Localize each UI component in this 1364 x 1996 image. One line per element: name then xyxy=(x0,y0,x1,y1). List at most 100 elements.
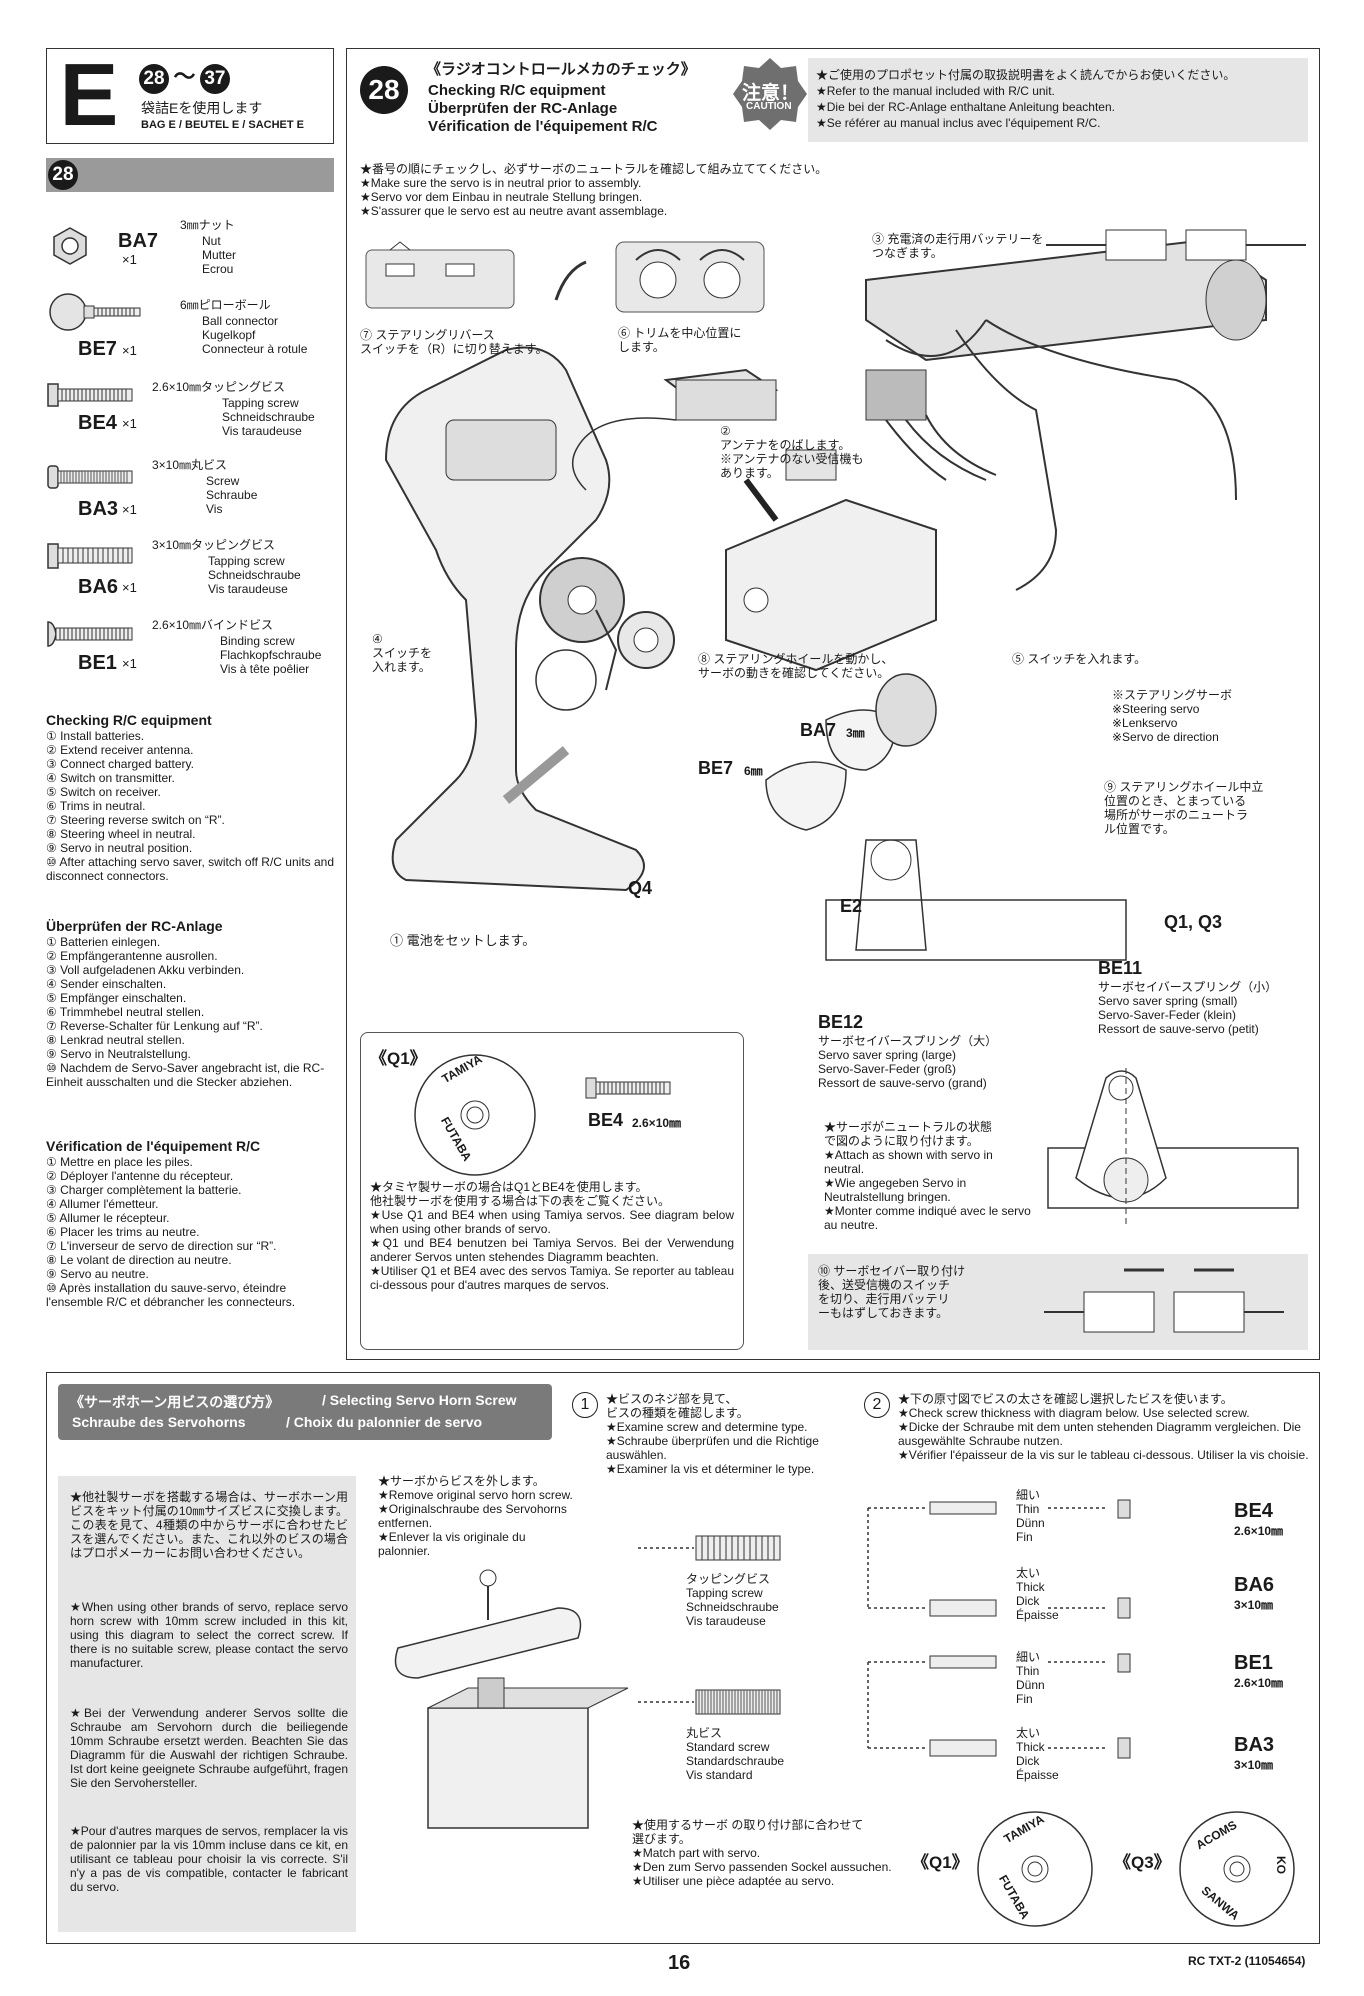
callout-6: ⑥ トリムを中心位置に します。 xyxy=(618,326,742,354)
page-number: 16 xyxy=(668,1952,691,1974)
callout-4: ④ スイッチを 入れます。 xyxy=(372,632,433,674)
checklist-item: ① Install batteries. xyxy=(46,729,145,743)
checklist-de: Überprüfen der RC-Anlage ① Batterien ein… xyxy=(46,918,336,1089)
part-code: BA7 xyxy=(118,230,159,252)
checklist-item: ⑦ Reverse-Schalter für Lenkung auf “R”. xyxy=(46,1019,263,1033)
checklist-item: ③ Charger complètement la batterie. xyxy=(46,1183,242,1197)
bag-note-multi: BAG E / BEUTEL E / SACHET E xyxy=(141,119,304,131)
step-28-badge: 28 xyxy=(360,66,408,114)
step-range: 28 ～ 37 xyxy=(139,59,230,94)
thin-label: 細い Thin Dünn Fin xyxy=(1016,1650,1045,1706)
tapping-screw-icon xyxy=(47,543,133,569)
part-name-ja: 3×10㎜丸ビス xyxy=(152,458,228,472)
label-be11: BE11 xyxy=(1098,958,1143,978)
intro-de: ★Bei der Verwendung anderer Servos sollt… xyxy=(70,1706,348,1790)
checklist-item: ⑥ Placer les trims au neutre. xyxy=(46,1225,200,1239)
checklist-item: ② Extend receiver antenna. xyxy=(46,743,194,757)
title-ja: 《ラジオコントロールメカのチェック》 xyxy=(426,61,696,78)
be11-text: サーボセイバースプリング（小） Servo saver spring (smal… xyxy=(1098,980,1278,1036)
title-fr: Vérification de l'équipement R/C xyxy=(428,118,658,135)
part-name-ja: 3㎜ナット xyxy=(180,218,235,232)
instructions: ★番号の順にチェックし、必ずサーボのニュートラルを確認して組み立ててください。 … xyxy=(360,162,827,218)
title-en: Checking R/C equipment xyxy=(428,82,606,99)
part-names: Tapping screw Schneidschraube Vis taraud… xyxy=(222,396,315,438)
part-name-ja: 2.6×10㎜タッピングビス xyxy=(152,380,286,394)
tamiya-horn-seal-icon xyxy=(414,1054,536,1176)
binding-screw-icon xyxy=(47,621,133,647)
checklist-item: ② Déployer l'antenne du récepteur. xyxy=(46,1169,234,1183)
part-names: Binding screw Flachkopfschraube Vis à tê… xyxy=(220,634,322,676)
section-letter: E xyxy=(59,45,119,144)
part-qty: ×1 xyxy=(122,580,137,595)
thin-label: 細い Thin Dünn Fin xyxy=(1016,1488,1045,1544)
caution-en: CAUTION xyxy=(746,101,792,112)
thick-label: 太い Thick Dick Épaisse xyxy=(1016,1726,1059,1782)
step-1-badge: 1 xyxy=(572,1392,598,1418)
disconnect-connector-icon xyxy=(1044,1268,1284,1333)
label-be7-size: 6㎜ xyxy=(744,764,763,778)
checklist-item: ⑧ Lenkrad neutral stellen. xyxy=(46,1033,185,1047)
screw-selection-flow xyxy=(638,1499,1131,1759)
checklist-title: Vérification de l'équipement R/C xyxy=(46,1138,261,1154)
part-name-ja: 2.6×10㎜バインドビス xyxy=(152,618,274,632)
part-names: Nut Mutter Ecrou xyxy=(202,234,237,276)
step-to-badge: 37 xyxy=(199,64,230,94)
tapping-screw-label: タッピングビス Tapping screw Schneidschraube Vi… xyxy=(686,1572,779,1628)
part-code: BA6 xyxy=(78,576,119,598)
callout-9: ⑨ ステアリングホイール中立 位置のとき、とまっている 場所がサーボのニュートラ… xyxy=(1104,780,1264,836)
result-code: BA6 xyxy=(1234,1574,1275,1596)
step-28-frame xyxy=(346,48,1320,1360)
q1-box-text: ★タミヤ製サーボの場合はQ1とBE4を使用します。 他社製サーボを使用する場合は… xyxy=(370,1180,734,1292)
screw-selection-frame xyxy=(46,1372,1320,1944)
step-from-badge: 28 xyxy=(139,64,169,94)
checklist-item: ⑤ Switch on receiver. xyxy=(46,785,161,799)
label-ba7: BA7 xyxy=(800,720,837,740)
checklist-item: ⑩ Après installation du sauve-servo, éte… xyxy=(46,1281,296,1309)
title-de: Überprüfen der RC-Anlage xyxy=(428,100,618,117)
checklist-item: ④ Sender einschalten. xyxy=(46,977,167,991)
callout-3: ③ 充電済の走行用バッテリーを つなぎます。 xyxy=(872,232,1044,260)
round-screw-label: 丸ビス Standard screw Standardschraube Vis … xyxy=(686,1726,785,1782)
part-names: Ball connector Kugelkopf Connecteur à ro… xyxy=(202,314,308,356)
q1-label: 《Q1》 xyxy=(912,1853,969,1872)
intro-box xyxy=(58,1476,356,1932)
label-q4: Q4 xyxy=(628,878,653,898)
checklist-item: ⑦ Steering reverse switch on “R”. xyxy=(46,813,225,827)
caution-line: ★ご使用のプロポセット付属の取扱説明書をよく読んでからお使いください。 xyxy=(816,68,1236,82)
servo-horn-illustration xyxy=(394,1569,629,1829)
checklist-item: ④ Switch on transmitter. xyxy=(46,771,175,785)
checklist-fr: Vérification de l'équipement R/C ① Mettr… xyxy=(46,1138,336,1309)
screw-selection-title: 《サーボホーン用ビスの選び方》 / Selecting Servo Horn S… xyxy=(58,1384,552,1440)
callout-2: ② アンテナをのばします。 ※アンテナのない受信機も あります。 xyxy=(720,424,864,480)
intro-en: ★When using other brands of servo, repla… xyxy=(70,1600,348,1670)
q1-box-title: 《Q1》 xyxy=(370,1049,427,1068)
q3-seal-right: KO xyxy=(1274,1856,1288,1874)
part-qty: ×1 xyxy=(122,416,137,431)
step-28-tab: 28 xyxy=(46,158,334,192)
step-2-badge: 2 xyxy=(864,1392,890,1418)
checklist-title: Überprüfen der RC-Anlage xyxy=(46,918,223,934)
result-code: BE4 xyxy=(1234,1500,1273,1522)
step-1-text: ★ビスのネジ部を見て、 ビスの種類を確認します。 ★Examine screw … xyxy=(606,1392,819,1476)
checklist-title: Checking R/C equipment xyxy=(46,712,212,728)
callout-1: ① 電池をセットします。 xyxy=(390,933,536,948)
part-code: BE7 xyxy=(78,338,117,360)
part-qty: ×1 xyxy=(122,252,137,267)
rc-setup-illustration xyxy=(365,229,1306,961)
result-size: 2.6×10㎜ xyxy=(1234,1676,1284,1690)
checklist-item: ⑤ Allumer le récepteur. xyxy=(46,1211,170,1225)
instruction-line: ★S'assurer que le servo est au neutre av… xyxy=(360,204,668,218)
caution-line: ★Die bei der RC-Anlage enthaltane Anleit… xyxy=(816,100,1115,114)
instruction-line: ★Servo vor dem Einbau in neutrale Stellu… xyxy=(360,190,643,204)
checklist-item: ③ Connect charged battery. xyxy=(46,757,194,771)
ball-connector-icon xyxy=(49,293,141,331)
checklist-item: ⑤ Empfänger einschalten. xyxy=(46,991,187,1005)
title-de: Schraube des Servohorns xyxy=(72,1414,246,1430)
caution-ja: 注意！ xyxy=(742,83,800,104)
servo-neutral-diagram xyxy=(1047,1068,1299,1228)
q1-screw-size: 2.6×10㎜ xyxy=(632,1116,682,1130)
checklist-en: Checking R/C equipment ① Install batteri… xyxy=(46,712,336,883)
step10-note: ⑩ サーボセイバー取り付け 後、送受信機のスイッチ を切り、走行用バッテリ ーも… xyxy=(818,1264,966,1320)
caution-line: ★Refer to the manual included with R/C u… xyxy=(816,84,1055,98)
checklist-item: ④ Allumer l'émetteur. xyxy=(46,1197,159,1211)
